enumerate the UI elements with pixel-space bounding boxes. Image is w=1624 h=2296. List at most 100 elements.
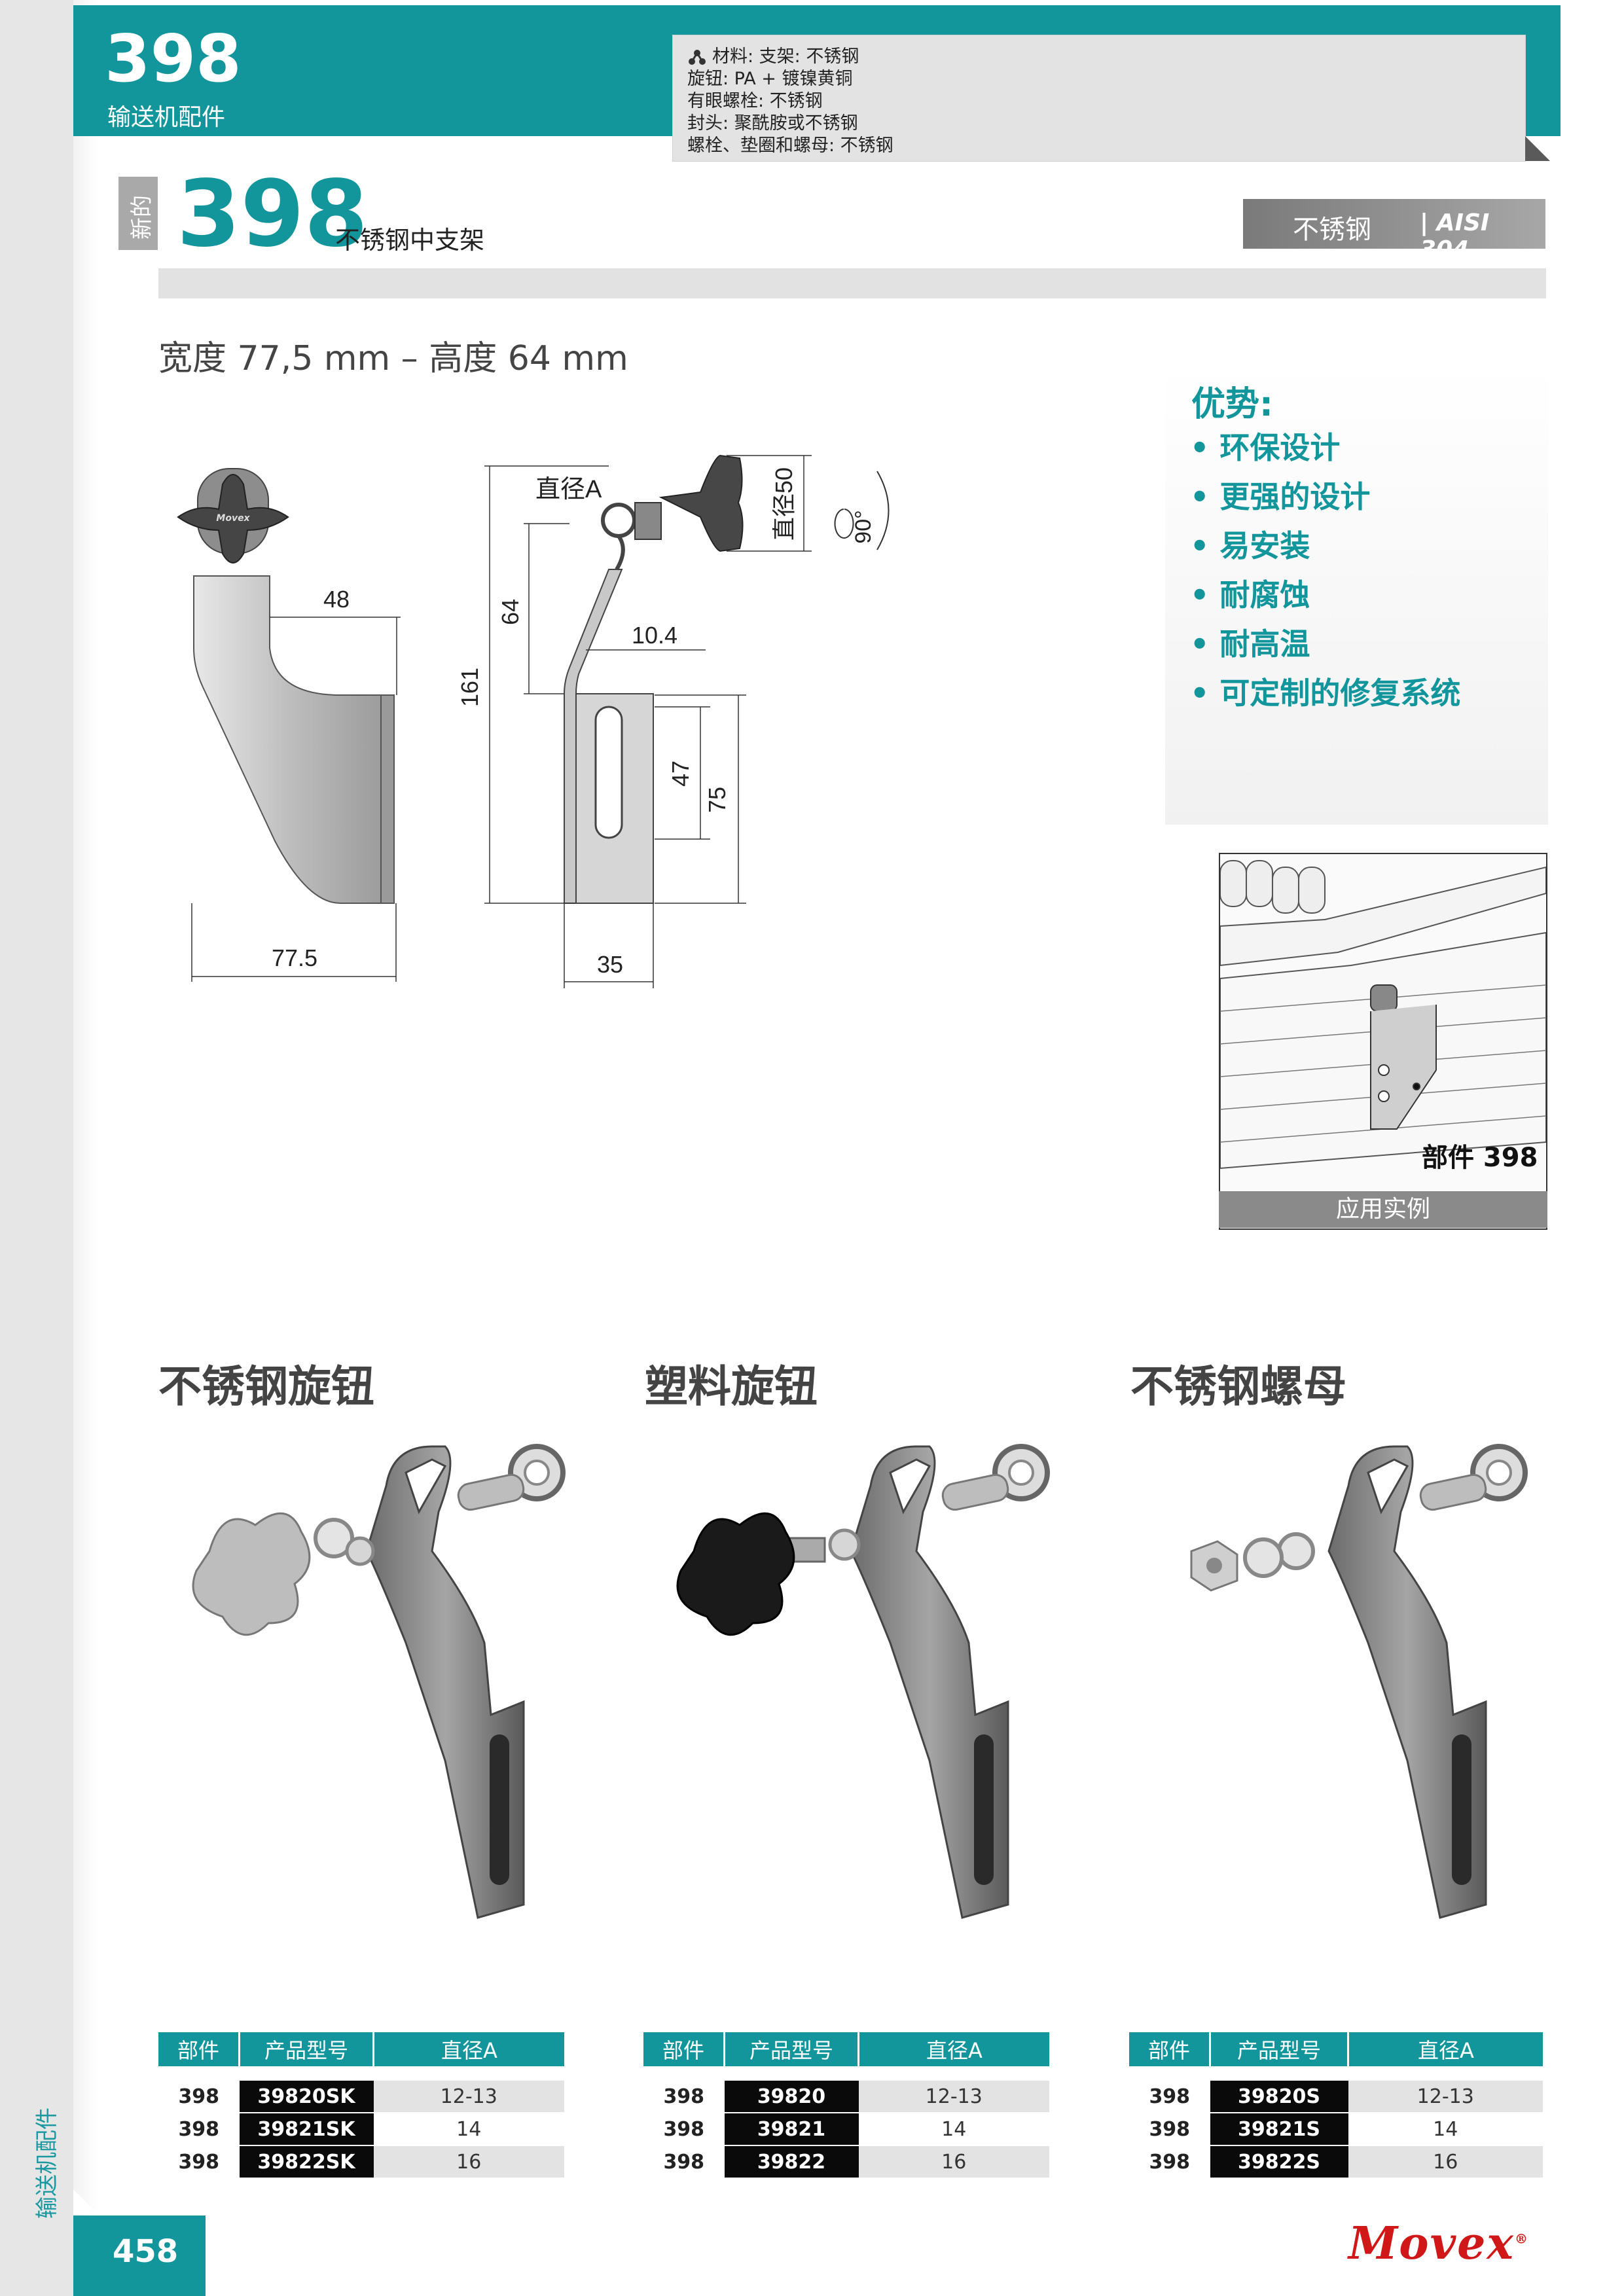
cell-part: 398 xyxy=(158,2080,240,2113)
cell-part: 398 xyxy=(1129,2145,1210,2179)
knob-front-view: Movex xyxy=(177,468,289,564)
new-tag: 新的 xyxy=(118,177,158,250)
material-line: 材料: 支架: 不锈钢 xyxy=(712,46,859,67)
application-part-label: 部件 398 xyxy=(1422,1143,1538,1173)
cell-model: 39820 xyxy=(724,2080,859,2113)
variant-title-stainless-knob: 不锈钢旋钮 xyxy=(158,1361,374,1412)
label-diameter-a: 直径A xyxy=(535,476,602,503)
cell-diameter: 14 xyxy=(858,2113,1049,2146)
dim-161: 161 xyxy=(456,668,483,707)
dim-75: 75 xyxy=(704,787,731,813)
dim-35: 35 xyxy=(597,951,623,978)
advantage-item: • 耐腐蚀 xyxy=(1190,577,1310,613)
table-row: 398 39822SK 16 xyxy=(158,2145,564,2179)
dim-64: 64 xyxy=(497,599,524,625)
table-row: 398 39820S 12-13 xyxy=(1129,2080,1543,2113)
bracket-side-view xyxy=(564,454,744,904)
col-header-model: 产品型号 xyxy=(724,2032,859,2066)
product-name: 不锈钢中支架 xyxy=(335,226,485,255)
cell-part: 398 xyxy=(1129,2113,1210,2146)
variant-image-stainless-nut xyxy=(1190,1444,1528,1919)
technical-drawing: Movex 48 77.5 161 64 直径A 10.4 47 75 35 直… xyxy=(177,454,890,988)
advantages-title: 优势: xyxy=(1191,385,1273,424)
dim-48: 48 xyxy=(323,586,350,613)
cell-model: 39821 xyxy=(724,2113,859,2146)
material-name: 不锈钢 xyxy=(1293,215,1371,245)
col-header-part: 部件 xyxy=(1129,2032,1211,2066)
product-number: 398 xyxy=(177,161,369,268)
dim-77-5: 77.5 xyxy=(272,944,317,971)
col-header-diameter: 直径A xyxy=(373,2032,564,2066)
svg-text:Movex: Movex xyxy=(216,513,250,524)
material-grade: | AISI 304 xyxy=(1420,209,1490,263)
cell-part: 398 xyxy=(158,2113,240,2146)
advantage-item: • 环保设计 xyxy=(1190,430,1341,465)
cell-model: 39820SK xyxy=(239,2080,374,2113)
material-label: 不锈钢 | AISI 304 xyxy=(1243,199,1545,263)
material-line: 有眼螺栓: 不锈钢 xyxy=(687,91,823,111)
material-line: 旋钮: PA + 镀镍黄铜 xyxy=(687,69,853,89)
table-row: 398 39821SK 14 xyxy=(158,2113,564,2146)
advantages-box xyxy=(1165,367,1548,825)
cell-diameter: 12-13 xyxy=(373,2080,564,2113)
cell-diameter: 12-13 xyxy=(1348,2080,1543,2113)
dim-10-4: 10.4 xyxy=(632,622,677,649)
table-row: 398 39820SK 12-13 xyxy=(158,2080,564,2113)
page-number-corner xyxy=(73,2189,98,2214)
parts-table-stainless-knob: 部件 产品型号 直径A 398 39820SK 12-13 398 39821S… xyxy=(158,2032,564,2179)
page-number: 458 xyxy=(113,2233,179,2270)
table-row: 398 39822S 16 xyxy=(1129,2145,1543,2179)
table-row: 398 39822 16 xyxy=(643,2145,1049,2179)
left-margin-shadow xyxy=(73,0,98,2296)
advantage-item: • 可定制的修复系统 xyxy=(1190,675,1461,711)
table-row: 398 39820 12-13 xyxy=(643,2080,1049,2113)
cell-diameter: 16 xyxy=(373,2145,564,2179)
advantage-item: • 更强的设计 xyxy=(1190,479,1371,514)
label-angle: 90° xyxy=(851,510,876,543)
col-header-part: 部件 xyxy=(158,2032,240,2066)
material-line: 封头: 聚酰胺或不锈钢 xyxy=(687,113,858,134)
cell-model: 39822 xyxy=(724,2145,859,2179)
application-example-image xyxy=(1219,853,1547,1230)
table-row: 398 39821 14 xyxy=(643,2113,1049,2146)
cell-diameter: 14 xyxy=(373,2113,564,2146)
materials-corner xyxy=(1525,136,1550,161)
col-header-model: 产品型号 xyxy=(1210,2032,1349,2066)
advantage-item: • 易安装 xyxy=(1190,528,1310,564)
movex-logo: Movex® xyxy=(1348,2217,1529,2270)
cell-model: 39820S xyxy=(1210,2080,1348,2113)
bracket-front-view xyxy=(193,575,388,904)
cell-diameter: 16 xyxy=(1348,2145,1543,2179)
cell-model: 39822SK xyxy=(239,2145,374,2179)
cell-model: 39821S xyxy=(1210,2113,1348,2146)
table-row: 398 39821S 14 xyxy=(1129,2113,1543,2146)
cell-part: 398 xyxy=(643,2145,725,2179)
variant-image-plastic-knob xyxy=(676,1444,1050,1919)
left-margin-strip xyxy=(0,0,73,2296)
header-category: 输送机配件 xyxy=(107,104,226,131)
advantage-item: • 耐高温 xyxy=(1190,626,1310,662)
page-number-box xyxy=(73,2215,206,2296)
label-diameter-50: 直径50 xyxy=(770,467,797,541)
title-divider-bar xyxy=(158,268,1546,298)
cell-diameter: 16 xyxy=(858,2145,1049,2179)
variant-image-stainless-knob xyxy=(192,1444,566,1919)
cell-part: 398 xyxy=(643,2113,725,2146)
col-header-part: 部件 xyxy=(643,2032,725,2066)
col-header-model: 产品型号 xyxy=(239,2032,374,2066)
col-header-diameter: 直径A xyxy=(858,2032,1049,2066)
cell-part: 398 xyxy=(158,2145,240,2179)
dim-47: 47 xyxy=(667,761,694,787)
cell-part: 398 xyxy=(643,2080,725,2113)
side-category-label: 输送机配件 xyxy=(34,2108,60,2219)
parts-table-plastic-knob: 部件 产品型号 直径A 398 39820 12-13 398 39821 14… xyxy=(643,2032,1049,2179)
dimensions-text: 宽度 77,5 mm – 高度 64 mm xyxy=(158,339,628,378)
cell-part: 398 xyxy=(1129,2080,1210,2113)
col-header-diameter: 直径A xyxy=(1348,2032,1543,2066)
materials-box: 材料: 支架: 不锈钢 旋钮: PA + 镀镍黄铜 有眼螺栓: 不锈钢 封头: … xyxy=(673,35,1525,161)
parts-table-stainless-nut: 部件 产品型号 直径A 398 39820S 12-13 398 39821S … xyxy=(1129,2032,1543,2179)
variant-title-stainless-nut: 不锈钢螺母 xyxy=(1130,1361,1346,1412)
header-product-number: 398 xyxy=(105,20,242,97)
cell-model: 39821SK xyxy=(239,2113,374,2146)
material-line: 螺栓、垫圈和螺母: 不锈钢 xyxy=(687,135,893,156)
